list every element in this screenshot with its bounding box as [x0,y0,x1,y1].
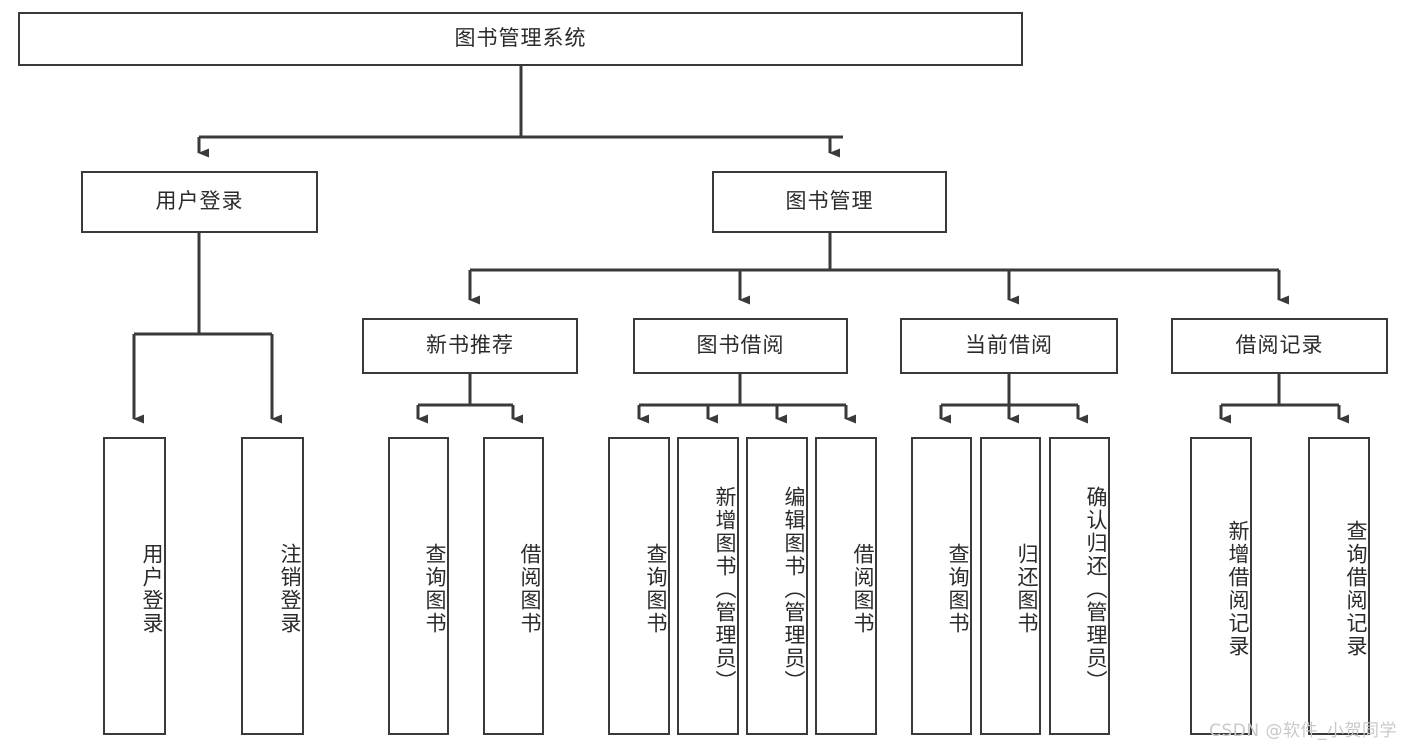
node-current-borrow[interactable]: 当前借阅 [900,318,1118,374]
node-new-book-recommend[interactable]: 新书推荐 [362,318,578,374]
node-label: 查询图书 [946,543,970,635]
node-label: 借阅图书 [518,543,542,635]
node-user-login[interactable]: 用户登录 [81,171,318,233]
leaf-user-login-logout[interactable]: 注销登录 [241,437,304,735]
leaf-book-borrow-add-book-admin[interactable]: 新增图书（管理员） [677,437,739,735]
node-label: 确认归还（管理员） [1084,485,1108,693]
leaf-current-borrow-confirm-return-admin[interactable]: 确认归还（管理员） [1049,437,1110,735]
leaf-borrow-record-query-record[interactable]: 查询借阅记录 [1308,437,1370,735]
node-label: 借阅记录 [1235,333,1324,358]
node-book-management[interactable]: 图书管理 [712,171,947,233]
leaf-current-borrow-return-book[interactable]: 归还图书 [980,437,1041,735]
node-label: 新书推荐 [426,333,514,358]
node-label: 图书管理 [785,189,874,214]
node-label: 用户登录 [155,189,244,214]
node-label: 图书借阅 [696,333,785,358]
leaf-new-book-borrow-book[interactable]: 借阅图书 [483,437,544,735]
node-label: 编辑图书（管理员） [782,485,806,693]
leaf-book-borrow-edit-book-admin[interactable]: 编辑图书（管理员） [746,437,808,735]
leaf-book-borrow-borrow-book[interactable]: 借阅图书 [815,437,877,735]
leaf-book-borrow-query-book[interactable]: 查询图书 [608,437,670,735]
node-label: 新增图书（管理员） [713,485,737,693]
node-borrow-record[interactable]: 借阅记录 [1171,318,1388,374]
node-label: 归还图书 [1015,543,1039,635]
leaf-current-borrow-query-book[interactable]: 查询图书 [911,437,972,735]
node-label: 新增借阅记录 [1226,520,1250,658]
node-label: 查询图书 [423,543,447,635]
node-label: 查询图书 [644,543,668,635]
leaf-user-login-login[interactable]: 用户登录 [103,437,166,735]
node-root-book-management-system[interactable]: 图书管理系统 [18,12,1023,66]
node-label: 查询借阅记录 [1344,520,1368,658]
leaf-new-book-query-book[interactable]: 查询图书 [388,437,449,735]
node-book-borrow[interactable]: 图书借阅 [633,318,848,374]
node-label: 用户登录 [140,543,164,635]
node-label: 当前借阅 [965,333,1053,358]
leaf-borrow-record-add-record[interactable]: 新增借阅记录 [1190,437,1252,735]
node-label: 借阅图书 [851,543,875,635]
node-label: 注销登录 [278,543,302,635]
node-label: 图书管理系统 [454,26,587,51]
